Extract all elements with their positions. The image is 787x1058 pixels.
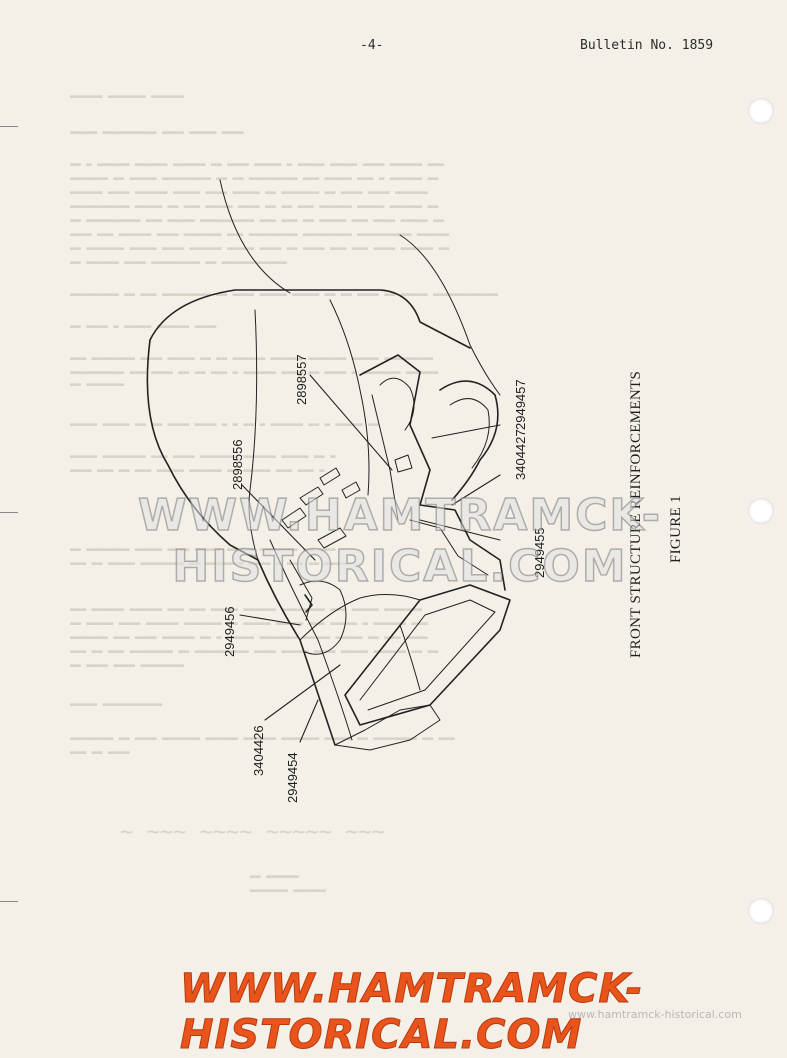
inner-fender-line — [248, 309, 259, 561]
cowl-vent — [341, 481, 361, 499]
page-number: -4- — [360, 38, 384, 53]
part-number-2898556: 2898556 — [230, 439, 245, 490]
fender-outline — [146, 339, 259, 561]
cowl-vent — [319, 467, 341, 486]
punch-hole-middle — [748, 498, 774, 524]
gusset-detail — [394, 454, 413, 473]
support-brace — [399, 624, 421, 691]
watermark-middle: WWW.HAMTRAMCK-HISTORICAL.COM — [137, 489, 662, 593]
cowl-outline — [149, 289, 471, 349]
part-number-2949454: 2949454 — [285, 752, 300, 803]
margin-tick — [0, 901, 18, 902]
part-number-2949457: 2949457 — [513, 379, 528, 430]
part-number-3404426: 3404426 — [251, 725, 266, 776]
left-rail-inner — [269, 539, 353, 741]
leader-3404426 — [264, 664, 341, 721]
part-number-2949456: 2949456 — [222, 606, 237, 657]
left-wheelhouse — [299, 580, 347, 655]
radiator-support-inner — [359, 599, 496, 711]
right-apron — [419, 504, 506, 591]
dash-reinforcement-inner — [371, 394, 399, 521]
leader-2949454 — [299, 699, 319, 743]
right-apron-inner — [409, 519, 489, 576]
bulletin-number: Bulletin No. 1859 — [580, 38, 714, 53]
margin-tick — [0, 126, 18, 127]
leader-2949456 — [239, 614, 301, 626]
cowl-vent — [317, 527, 347, 549]
windshield-edge — [399, 234, 501, 396]
crossmember — [299, 594, 421, 641]
leader-2949457 — [431, 424, 501, 439]
dash-reinforcement-flange — [379, 377, 415, 431]
lower-crossmember — [334, 704, 441, 751]
front-structure-drawing: 2898557 2949457 3404427 2898556 2949455 … — [146, 179, 684, 803]
radiator-support — [344, 584, 511, 726]
margin-tick — [0, 512, 18, 513]
brace-bracket — [289, 559, 313, 621]
leader-3404427 — [451, 474, 501, 506]
figure-label: FIGURE 1 — [668, 495, 684, 563]
bracket-detail — [304, 594, 313, 613]
figure-title: FRONT STRUCTURE REINFORCEMENTS — [628, 371, 644, 658]
right-wheelhouse-inner — [449, 398, 490, 469]
leader-2898556 — [241, 484, 316, 561]
dash-reinforcement — [359, 354, 431, 506]
part-number-2949455: 2949455 — [532, 527, 547, 578]
punch-hole-top — [748, 98, 774, 124]
cowl-vent — [281, 507, 307, 529]
leader-2898557 — [309, 374, 393, 471]
punch-hole-bottom — [748, 898, 774, 924]
part-number-2898557: 2898557 — [294, 354, 309, 405]
part-number-3404427: 3404427 — [513, 429, 528, 480]
leader-2949455 — [419, 519, 501, 541]
cowl-vent — [299, 486, 324, 506]
dash-panel-line — [329, 299, 370, 496]
a-pillar-line — [219, 179, 291, 294]
watermark-bottom-small: www.hamtramck-historical.com — [568, 1008, 742, 1021]
document-page: -4- Bulletin No. 1859 ▬▬▬▬▬▬ ▬▬▬▬▬▬▬ ▬▬▬… — [0, 38, 774, 1058]
